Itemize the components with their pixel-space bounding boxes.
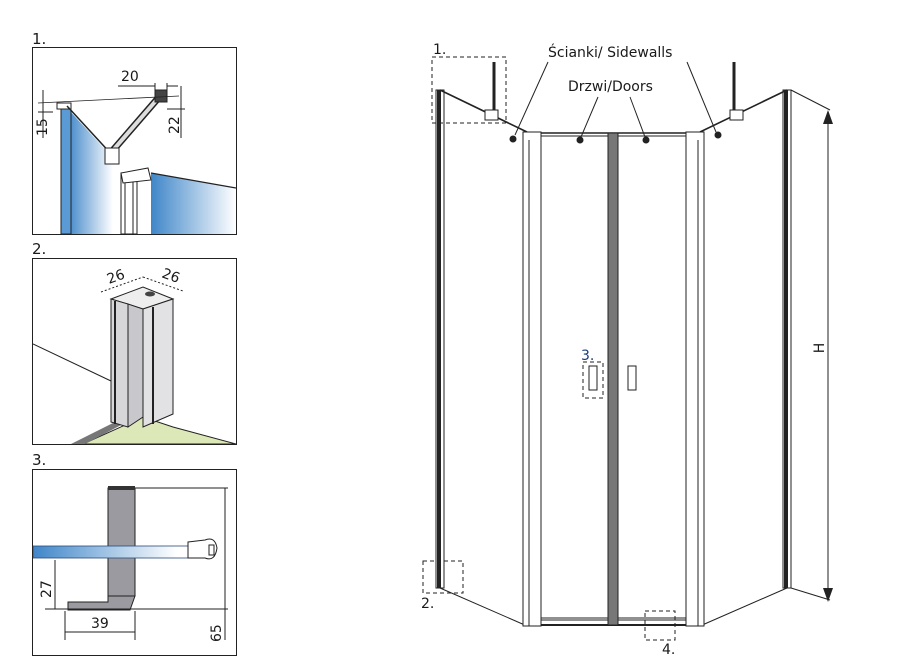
left-wall-profile <box>435 89 445 589</box>
screw-icon <box>145 291 155 297</box>
callout-box-4 <box>644 610 676 641</box>
wall-bracket-icon <box>154 89 168 103</box>
detail-1-number: 1. <box>32 30 47 48</box>
callout-box-3 <box>582 361 604 399</box>
dim-26-right: 26 <box>160 266 182 287</box>
dim-65: 65 <box>209 624 225 642</box>
detail-2-number: 2. <box>32 240 47 258</box>
dim-22: 22 <box>167 116 183 134</box>
callout-box-1 <box>431 56 507 124</box>
dim-15: 15 <box>35 118 51 136</box>
bracket-right-icon <box>729 109 744 121</box>
dim-20: 20 <box>121 69 139 85</box>
detail-3-number: 3. <box>32 451 47 469</box>
detail-2-drawing: 26 26 <box>33 266 236 444</box>
callout-2: 2. <box>421 596 434 612</box>
callout-4: 4. <box>662 642 675 658</box>
dim-27: 27 <box>39 580 55 598</box>
handle-right-icon <box>627 365 637 391</box>
glass-panel-right <box>151 173 236 234</box>
detail-1-drawing: 20 15 22 <box>35 69 236 234</box>
glass-panel-left <box>67 108 113 234</box>
callout-3: 3. <box>581 348 594 364</box>
right-corner-post <box>685 131 705 627</box>
drip-profile <box>67 595 136 611</box>
door-seal <box>607 132 619 626</box>
left-corner-post <box>522 131 542 627</box>
height-label: H <box>812 343 828 354</box>
doors-label: Drzwi/Doors <box>568 79 653 95</box>
sidewalls-label: Ścianki/ Sidewalls <box>548 43 672 61</box>
detail-2-panel: 26 26 <box>32 258 237 445</box>
handle-left-icon <box>588 365 598 391</box>
right-wall-profile <box>782 89 792 589</box>
dim-39: 39 <box>91 616 109 632</box>
right-door <box>615 135 687 619</box>
dim-26-left: 26 <box>105 267 127 288</box>
left-door <box>540 135 611 619</box>
callout-box-2 <box>422 560 464 594</box>
glass-edge <box>33 545 194 559</box>
callout-1: 1. <box>433 42 446 58</box>
bracket-left-icon <box>484 109 499 121</box>
detail-1-panel: 20 15 22 <box>32 47 237 235</box>
detail-3-panel: 27 39 65 <box>32 469 237 656</box>
detail-3-drawing: 27 39 65 <box>33 486 228 642</box>
